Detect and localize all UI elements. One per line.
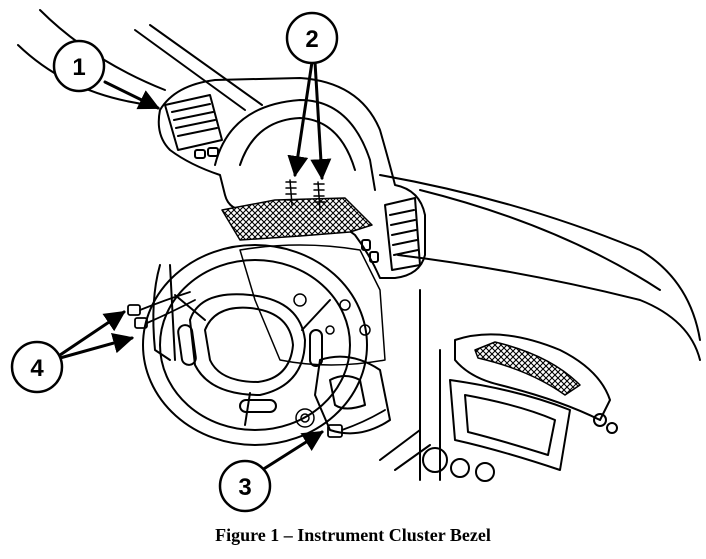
- leader-lines: [58, 60, 332, 472]
- instrument-cluster-bezel: [157, 77, 426, 279]
- callout-4-circle: [10, 340, 64, 394]
- callout-1-circle: [52, 39, 106, 93]
- bezel-screws: [285, 179, 326, 211]
- figure-caption: Figure 1 – Instrument Cluster Bezel: [215, 525, 491, 545]
- callout-2-circle: [285, 11, 339, 65]
- steering-wheel: [142, 244, 368, 446]
- right-vent-grille: [474, 341, 581, 396]
- center-console: [379, 289, 618, 482]
- callout-3-label: 3: [238, 474, 251, 501]
- instrument-cluster: [239, 244, 386, 428]
- callout-1-label: 1: [72, 54, 85, 81]
- right-air-vent: [384, 197, 421, 271]
- left-air-vent: [164, 94, 223, 151]
- dashboard-top: [379, 174, 701, 361]
- callout-2-label: 2: [305, 26, 318, 53]
- wire-connectors: [127, 291, 386, 438]
- steering-column: [152, 264, 391, 435]
- callout-3-circle: [218, 459, 272, 513]
- cluster-mount-area: [221, 197, 373, 241]
- callout-4-label: 4: [30, 355, 44, 382]
